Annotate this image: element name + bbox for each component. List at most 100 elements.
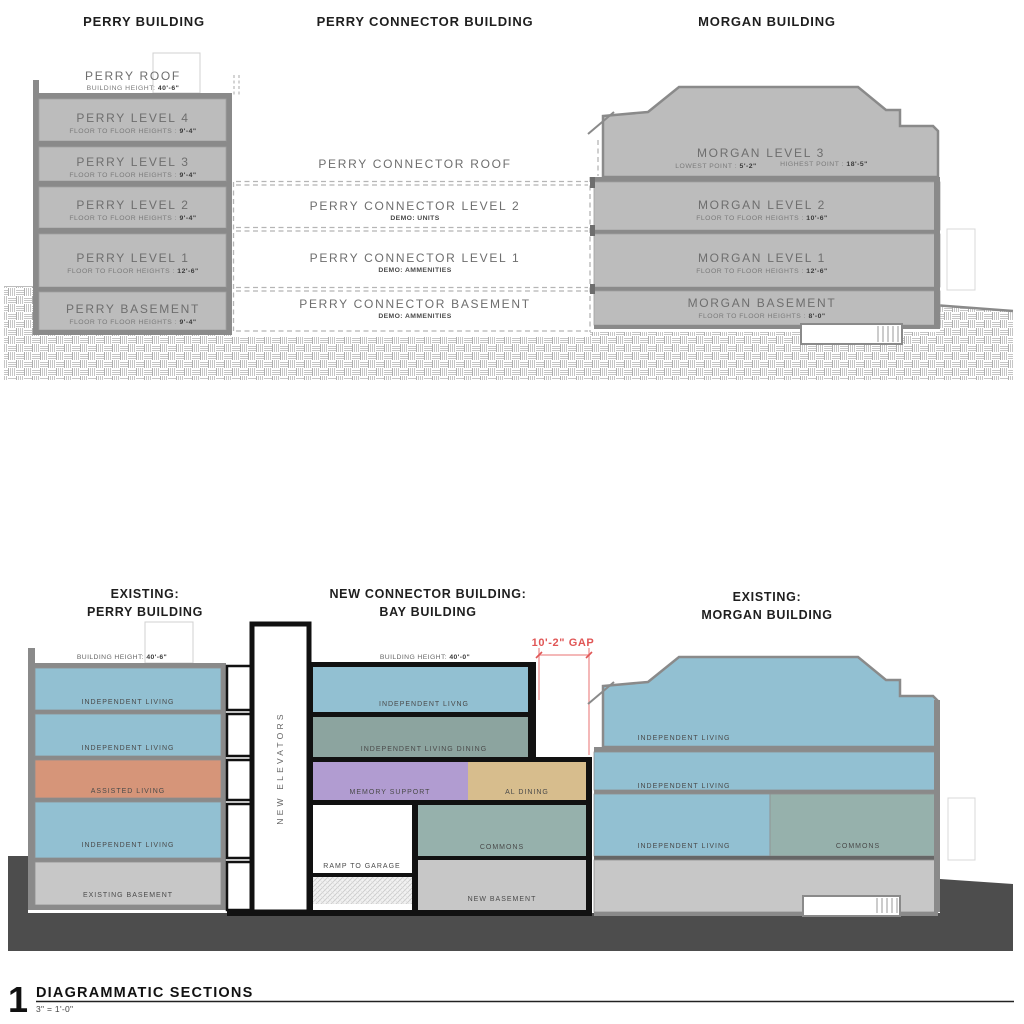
bay-upper-right-wall xyxy=(528,662,536,757)
connector-level1-demo: DEMO: AMMENITIES xyxy=(378,267,451,274)
morgan-basement-stair-recess xyxy=(802,895,901,917)
bay-ramp-label: RAMP TO GARAGE xyxy=(323,863,400,870)
bottom-header-morgan-1: EXISTING: xyxy=(733,590,802,604)
bay-ramp-to-garage xyxy=(313,805,412,873)
morgan-left-eave xyxy=(587,681,615,705)
bottom-header-morgan-2: MORGAN BUILDING xyxy=(701,608,832,622)
perry-roof-label: PERRY ROOF xyxy=(85,69,181,83)
elevator-core: NEW ELEVATORS xyxy=(225,621,312,915)
link-box xyxy=(225,860,255,912)
perry-building-section: PERRY ROOF BUILDING HEIGHT: 40'-6" PERRY… xyxy=(33,52,240,335)
morgan-level2-sub: FLOOR TO FLOOR HEIGHTS : 10'-6" xyxy=(696,215,828,222)
bay-slab xyxy=(309,757,592,762)
perry-level3-sub: FLOOR TO FLOOR HEIGHTS : 9'-4" xyxy=(69,172,196,179)
floor-slab xyxy=(35,798,221,802)
morgan-level2-label: INDEPENDENT LIVING xyxy=(638,783,731,790)
bay-ramp-line xyxy=(313,873,412,877)
floor-slab xyxy=(39,141,226,147)
bay-floor2-label: INDEPENDENT LIVING DINING xyxy=(361,746,487,753)
perry-existing-basement xyxy=(34,861,222,906)
drawing-scale: 3" = 1'-0" xyxy=(36,1004,73,1014)
perry-building-height-note: BUILDING HEIGHT: 40'-6" xyxy=(77,654,167,661)
perry-basement-floor xyxy=(38,291,227,331)
bay-floor1-label: INDEPENDENT LIVNG xyxy=(379,701,469,708)
perry-roof-slab xyxy=(28,663,225,668)
faint-structure-outline xyxy=(947,797,976,861)
link-box xyxy=(225,802,255,860)
floor-slab xyxy=(35,858,221,862)
bay-slab xyxy=(309,800,592,805)
floor-slab xyxy=(35,710,221,714)
perry-floor4-label: INDEPENDENT LIVING xyxy=(82,699,175,706)
drawing-title: DIAGRAMMATIC SECTIONS xyxy=(36,985,253,1001)
perry-left-wall xyxy=(28,648,35,908)
morgan-level3-roof xyxy=(601,85,940,179)
bottom-header-bay-1: NEW CONNECTOR BUILDING: xyxy=(329,587,526,601)
perry-floor2-assisted-living xyxy=(34,759,222,799)
perry-level4-label: PERRY LEVEL 4 xyxy=(76,111,189,125)
top-header-connector: PERRY CONNECTOR BUILDING xyxy=(317,14,534,29)
perry-floor2-label: ASSISTED LIVING xyxy=(91,788,166,795)
bay-lower-right-wall xyxy=(586,757,592,916)
morgan-right-wall xyxy=(934,700,940,912)
ground-hatch xyxy=(4,287,1013,380)
morgan-bottom-edge xyxy=(594,912,938,916)
floor-slab xyxy=(594,790,938,794)
bay-mid-wall xyxy=(412,800,418,916)
ground-line-right xyxy=(939,304,1014,313)
morgan-basement-floor xyxy=(593,290,941,326)
perry-basement-label: PERRY BASEMENT xyxy=(66,302,200,316)
new-elevators-label: NEW ELEVATORS xyxy=(275,711,285,824)
floor-slab xyxy=(39,287,226,292)
connector-basement-demo: DEMO: AMMENITIES xyxy=(378,313,451,320)
morgan-level1-floor xyxy=(593,233,941,288)
floor-slab xyxy=(594,747,940,752)
bay-memory-support xyxy=(313,762,468,800)
floor-slab xyxy=(594,856,938,860)
perry-connector-section: PERRY CONNECTOR ROOF PERRY CONNECTOR LEV… xyxy=(232,140,599,332)
morgan-right-wall xyxy=(934,177,940,329)
connector-basement-label: PERRY CONNECTOR BASEMENT xyxy=(299,297,531,311)
bay-left-wall xyxy=(309,662,313,916)
perry-right-wall xyxy=(221,663,226,910)
bay-floor1-independent-living xyxy=(313,667,528,712)
gap-dimension: 10'-2" GAP xyxy=(532,637,594,755)
morgan-level3-highest: HIGHEST POINT : 18'-5" xyxy=(780,161,868,168)
connector-level2-demo: DEMO: UNITS xyxy=(390,215,439,222)
perry-floor3-independent-living xyxy=(34,713,222,757)
drawing-number: 1 xyxy=(8,979,28,1020)
wall-stub xyxy=(590,177,595,188)
bay-roof-line xyxy=(309,662,536,667)
perry-basement-label: EXISTING BASEMENT xyxy=(83,892,173,899)
title-block: 1 DIAGRAMMATIC SECTIONS 3" = 1'-0" xyxy=(8,979,1014,1020)
morgan-basement-label: MORGAN BASEMENT xyxy=(688,296,837,310)
bay-new-basement-label: NEW BASEMENT xyxy=(468,896,537,903)
perry-roof-bulkhead xyxy=(152,52,201,94)
perry-floor4-independent-living xyxy=(34,667,222,711)
perry-roof-sub: BUILDING HEIGHT: 40'-6" xyxy=(87,85,180,92)
faint-structure-outline xyxy=(946,228,976,291)
bay-bottom-wall xyxy=(227,910,592,916)
morgan-basement-stair-recess xyxy=(800,323,903,345)
morgan-roof-independent-living xyxy=(601,655,940,749)
bottom-diagram: EXISTING: PERRY BUILDING NEW CONNECTOR B… xyxy=(8,587,1013,951)
top-header-perry: PERRY BUILDING xyxy=(83,14,205,29)
morgan-level1-sub: FLOOR TO FLOOR HEIGHTS : 12'-6" xyxy=(696,268,828,275)
dimension-tick xyxy=(585,651,593,659)
existing-morgan-section: INDEPENDENT LIVING INDEPENDENT LIVING IN… xyxy=(587,655,976,917)
floor-slab xyxy=(594,230,940,234)
morgan-level1-commons xyxy=(769,793,936,857)
bay-building-height-note: BUILDING HEIGHT: 40'-0" xyxy=(380,654,470,661)
morgan-level1-independent-living xyxy=(593,793,771,857)
stair-lines xyxy=(877,326,899,342)
morgan-level1-label: MORGAN LEVEL 1 xyxy=(698,251,826,265)
morgan-level3-label: MORGAN LEVEL 3 xyxy=(697,146,825,160)
connector-level1-label: PERRY CONNECTOR LEVEL 1 xyxy=(310,251,521,265)
perry-level4-sub: FLOOR TO FLOOR HEIGHTS : 9'-4" xyxy=(69,128,196,135)
bay-al-dining xyxy=(468,762,586,800)
perry-level3-label: PERRY LEVEL 3 xyxy=(76,155,189,169)
morgan-basement-sub: FLOOR TO FLOOR HEIGHTS : 8'-0" xyxy=(698,313,825,320)
perry-level1-floor xyxy=(38,233,227,288)
floor-slab xyxy=(35,756,221,760)
